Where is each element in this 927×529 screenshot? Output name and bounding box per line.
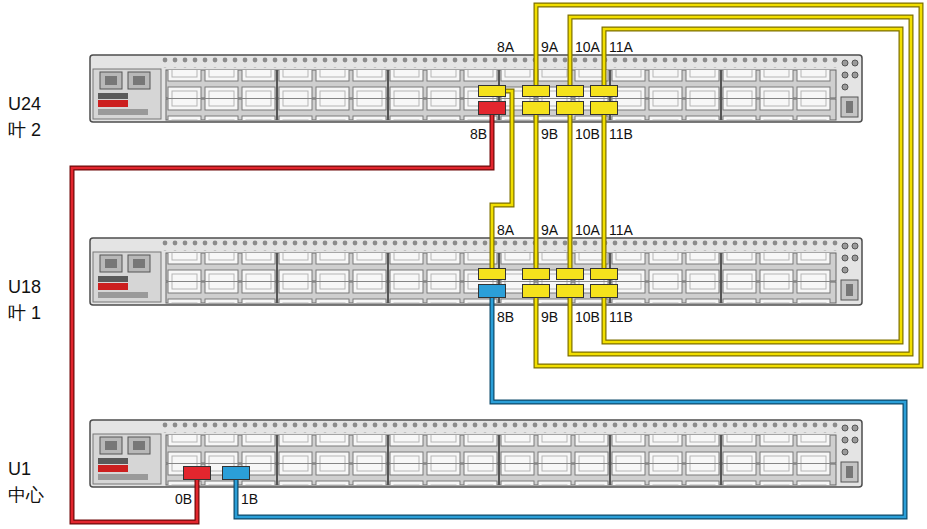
cable (569, 115, 572, 268)
port: 11A (590, 268, 618, 280)
cable (604, 29, 901, 342)
port-label: 10A (575, 222, 600, 238)
cable-outline (568, 115, 573, 268)
port-label: 10B (575, 126, 600, 142)
cable-outline (570, 17, 911, 354)
port: 9B (522, 284, 550, 298)
switch: U1 中心0B1B (90, 420, 862, 487)
port: 8A (478, 85, 506, 97)
port-label: 11B (609, 309, 633, 325)
port: 10A (556, 85, 584, 97)
port-label: 9A (541, 222, 558, 238)
cable-outline (534, 115, 539, 268)
port-label: 8A (497, 39, 514, 55)
port: 9A (522, 85, 550, 97)
port: 0B (183, 466, 211, 480)
port: 9A (522, 268, 550, 280)
cable (603, 115, 606, 268)
cable-outline (602, 115, 607, 268)
port: 1B (222, 466, 250, 480)
port-label: 8A (497, 222, 514, 238)
port-label: 8B (497, 309, 514, 325)
port: 11B (590, 101, 618, 115)
port-label: 11B (609, 126, 633, 142)
cable (492, 91, 512, 268)
switch-label: U1 中心 (8, 456, 52, 508)
cable (536, 5, 921, 366)
port-label: 10A (575, 39, 600, 55)
port: 11B (590, 284, 618, 298)
cable (535, 115, 538, 268)
cable (236, 298, 905, 517)
port: 11A (590, 85, 618, 97)
switch: U24 叶 28A9A10A11A8B9B10B11B (90, 55, 862, 122)
switch: U18 叶 18A9A10A11A8B9B10B11B (90, 238, 862, 305)
port-label: 1B (241, 491, 258, 507)
port-label: 9A (541, 39, 558, 55)
port: 10B (556, 284, 584, 298)
port: 10B (556, 101, 584, 115)
cable (570, 17, 911, 354)
port: 9B (522, 101, 550, 115)
cable-outline (72, 115, 492, 522)
cable-outline (604, 29, 901, 342)
port-label: 9B (541, 126, 558, 142)
cable (72, 115, 492, 522)
cable-outline (536, 5, 921, 366)
port: 8B (478, 101, 506, 115)
port-label: 10B (575, 309, 600, 325)
port-label: 0B (175, 491, 192, 507)
port-label: 11A (609, 39, 633, 55)
port: 8A (478, 268, 506, 280)
port: 8B (478, 284, 506, 298)
switch-label: U18 叶 1 (8, 274, 52, 326)
cable-outline (492, 91, 512, 268)
port: 10A (556, 268, 584, 280)
port-label: 11A (609, 222, 633, 238)
port-label: 8B (470, 126, 487, 142)
port-label: 9B (541, 309, 558, 325)
switch-label: U24 叶 2 (8, 91, 52, 143)
